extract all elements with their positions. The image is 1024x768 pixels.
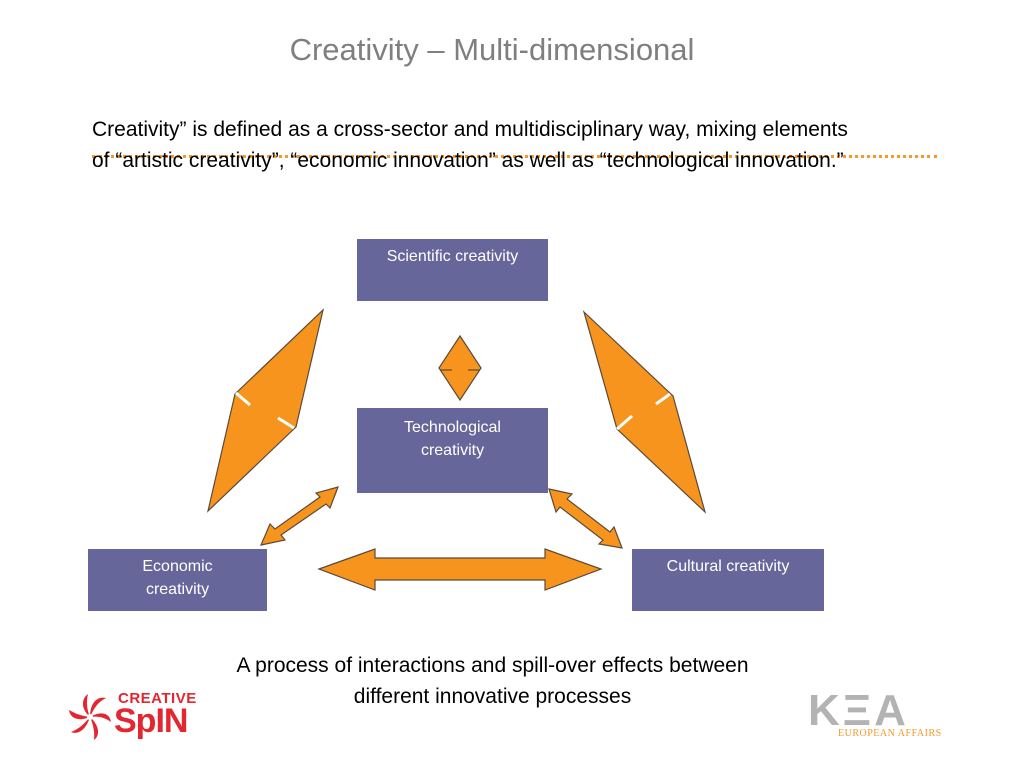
kea-logo-subtitle: EUROPEAN AFFAIRS [838,728,942,739]
arrow-economic-cultural [317,548,603,591]
spin-swirl-icon [69,694,111,740]
spin-logo-bottom-text: SpIN [114,702,188,740]
spin-logo-top-text: CREATIVE [118,690,197,707]
node-scientific-creativity: Scientific creativity [357,239,548,301]
node-economic-label-line2: creativity [145,581,210,598]
node-cultural-creativity: Cultural creativity [632,549,824,611]
arrow-technological-cultural [548,488,623,549]
arrow-science-cultural [582,310,707,514]
node-technological-label-line1: Technological [404,419,501,436]
node-scientific-label: Scientific creativity [386,248,519,265]
creative-spin-logo: CREATIVE SpIN [68,688,198,744]
node-cultural-label: Cultural creativity [666,558,790,575]
node-economic-label-line1: Economic [142,558,213,575]
caption-line1: A process of interactions and spill-over… [236,654,749,677]
caption-line2: different innovative processes [353,685,632,708]
kea-logo: KΞA EUROPEAN AFFAIRS [808,686,968,746]
node-economic-creativity: Economic creativity [88,549,267,611]
dotted-divider [92,155,937,162]
arrow-science-economic [206,308,325,513]
node-technological-label-line2: creativity [420,442,485,459]
slide-title: Creativity – Multi-dimensional [289,32,695,67]
node-technological-creativity: Technological creativity [357,408,548,493]
arrow-science-technological [438,334,482,402]
arrow-technological-economic [259,486,339,546]
diagram-caption: A process of interactions and spill-over… [170,650,815,712]
kea-logo-text: KΞA [808,686,909,735]
intro-paragraph: Creativity” is defined as a cross-sector… [92,118,848,172]
